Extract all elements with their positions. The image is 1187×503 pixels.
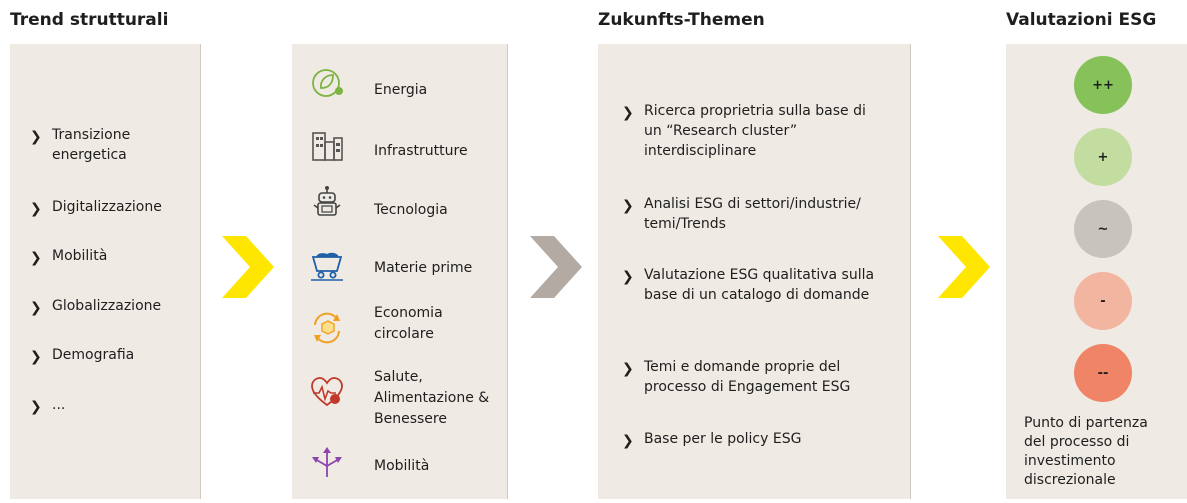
health-heart-icon <box>311 377 343 407</box>
chevron-right-icon: ❯ <box>30 399 42 415</box>
chevron-right-icon: ❯ <box>622 433 634 449</box>
rating-plus: + <box>1074 128 1132 186</box>
leaf-icon <box>312 69 343 97</box>
chevron-arrow-yellow-1 <box>222 236 274 298</box>
rating-minus: - <box>1074 272 1132 330</box>
themes-panel: Energia Infrastrutture Tecnologia <box>292 44 508 499</box>
esg-note: Punto di partenza del processo di invest… <box>1024 415 1148 488</box>
header-valutazioni-esg: Valutazioni ESG <box>1006 10 1157 30</box>
robot-icon <box>313 186 341 216</box>
header-trend-strutturali: Trend strutturali <box>10 10 169 30</box>
chevron-right-icon: ❯ <box>30 129 42 145</box>
trend-panel: ❯ Transizione energetica ❯ Digitalizzazi… <box>10 44 201 499</box>
buildings-icon <box>312 132 343 161</box>
chevron-arrow-grey <box>530 236 582 298</box>
rating-neutral: ~ <box>1074 200 1132 258</box>
zukunft-panel: ❯ Ricerca proprietria sulla base di un “… <box>598 44 911 499</box>
chevron-right-icon: ❯ <box>622 361 634 377</box>
esg-panel: ++ + ~ - -- Punto di partenza del proces… <box>1006 44 1187 499</box>
chevron-right-icon: ❯ <box>622 269 634 285</box>
header-zukunfts-themen: Zukunfts-Themen <box>598 10 765 30</box>
mine-cart-icon <box>311 252 343 281</box>
recycle-box-icon <box>314 312 340 344</box>
chevron-right-icon: ❯ <box>30 201 42 217</box>
rating-double-minus: -- <box>1074 344 1132 402</box>
chevron-right-icon: ❯ <box>622 105 634 121</box>
chevron-right-icon: ❯ <box>30 349 42 365</box>
chevron-right-icon: ❯ <box>30 300 42 316</box>
chevron-right-icon: ❯ <box>622 198 634 214</box>
rating-double-plus: ++ <box>1074 56 1132 114</box>
directions-icon <box>312 447 342 477</box>
chevron-arrow-yellow-2 <box>938 236 990 298</box>
chevron-right-icon: ❯ <box>30 250 42 266</box>
